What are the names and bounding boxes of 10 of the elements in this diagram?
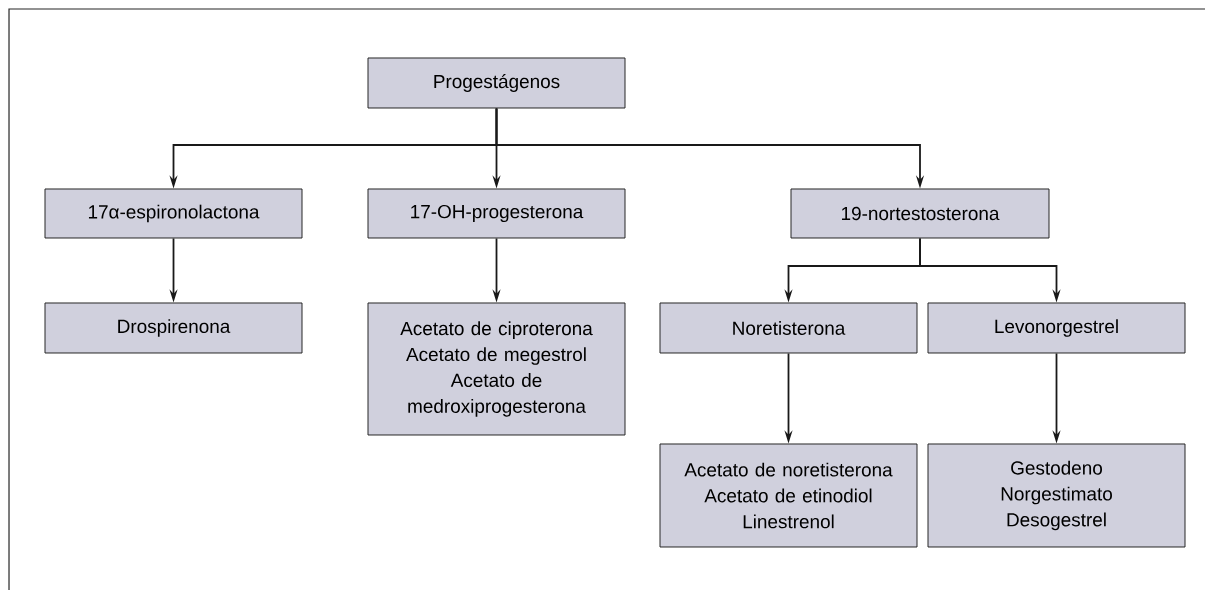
class-box: Acetato de ciproterona Acetato de megestrol Acetato de medroxiprogesterona [367, 302, 626, 436]
class-box: Acetato de noretisterona Acetato de etinodiol Linestrenol [659, 443, 918, 548]
class-box: 19-nortestosterona [790, 188, 1050, 239]
class-box: 17α-espironolactona [44, 188, 303, 239]
class-box: Gestodeno Norgestimato Desogestrel [927, 443, 1186, 548]
class-box: Levonorgestrel [927, 302, 1186, 354]
class-box: Noretisterona [659, 302, 918, 354]
class-box: Drospirenona [44, 302, 303, 354]
class-box: Progestágenos [367, 57, 626, 109]
class-box: 17-OH-progesterona [367, 188, 626, 239]
